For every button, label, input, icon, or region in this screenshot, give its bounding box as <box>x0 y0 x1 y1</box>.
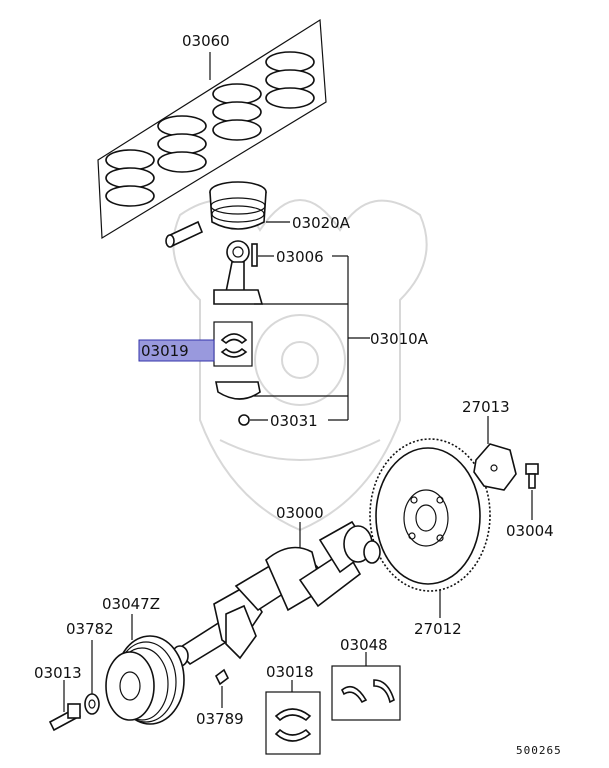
highlight-03019 <box>138 339 215 362</box>
label-03020a: 03020A <box>292 214 351 232</box>
label-03031: 03031 <box>270 412 318 430</box>
piston: 03020A <box>165 181 351 248</box>
flywheel-bolt: 03004 <box>506 463 554 540</box>
rod-cap: 03031 <box>215 381 348 430</box>
ring-stack-3 <box>212 83 262 141</box>
label-03782: 03782 <box>66 620 114 638</box>
bracket-03010a: 03010A <box>254 256 429 420</box>
label-03047z: 03047Z <box>102 595 160 613</box>
ring-stack-1 <box>105 149 155 207</box>
ring-stack-4 <box>265 51 315 109</box>
label-03010a: 03010A <box>370 330 429 348</box>
pulley-bolt: 03013 <box>34 664 82 732</box>
rod-bearing-03019: 03019 <box>138 321 253 367</box>
flywheel: 27012 <box>369 438 491 638</box>
main-bearing: 03018 <box>265 663 321 755</box>
crank-pulley: 03047Z <box>102 595 185 725</box>
label-03060: 03060 <box>182 32 230 50</box>
connecting-rod: 03006 <box>213 240 348 305</box>
washer: 03782 <box>66 620 114 715</box>
watermark <box>172 199 428 532</box>
thrust-washer: 03048 <box>331 636 401 721</box>
woodruff-key: 03789 <box>196 668 244 728</box>
adaptor-plate: 27013 <box>462 398 517 491</box>
label-27012: 27012 <box>414 620 462 638</box>
crankshaft: 03000 <box>171 504 381 667</box>
label-03013: 03013 <box>34 664 82 682</box>
label-03018: 03018 <box>266 663 314 681</box>
piston-ring-set: 03060 <box>97 18 327 240</box>
diagram-code: 500265 <box>516 744 562 757</box>
ring-stack-2 <box>157 115 207 173</box>
label-27013: 27013 <box>462 398 510 416</box>
label-03789: 03789 <box>196 710 244 728</box>
label-03019: 03019 <box>141 342 189 360</box>
label-03004: 03004 <box>506 522 554 540</box>
label-03006: 03006 <box>276 248 324 266</box>
label-03048: 03048 <box>340 636 388 654</box>
label-03000: 03000 <box>276 504 324 522</box>
